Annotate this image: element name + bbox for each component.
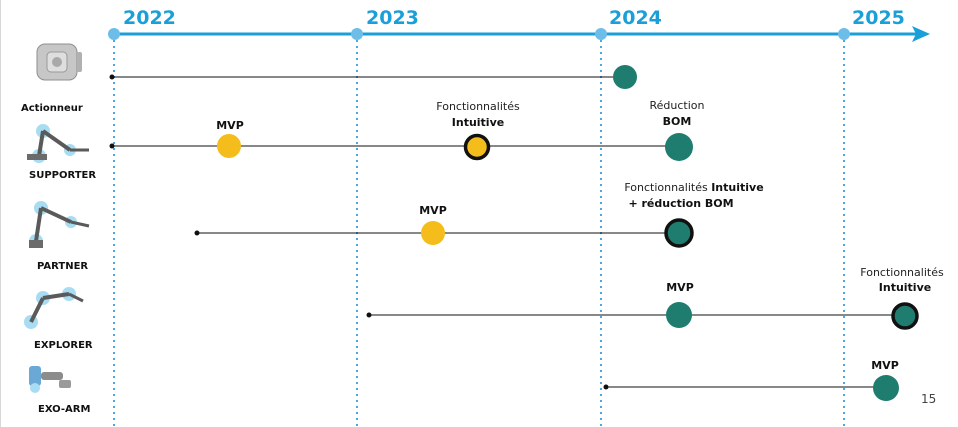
milestone-partner-features-bom <box>664 218 694 248</box>
product-icon-partner <box>29 201 90 248</box>
product-label-actionneur: Actionneur <box>21 103 83 114</box>
label-explorer-features-1: Fonctionnalités <box>860 266 944 279</box>
year-label-2025: 2025 <box>852 7 905 29</box>
track-start-actionneur <box>109 74 115 80</box>
product-icon-supporter <box>27 124 89 163</box>
product-label-partner: PARTNER <box>37 261 88 272</box>
label-supporter-mvp: MVP <box>216 119 244 132</box>
label-supporter-features-1: Fonctionnalités <box>436 100 520 113</box>
milestone-exo-arm-mvp <box>873 375 899 401</box>
label-explorer-mvp: MVP <box>666 281 694 294</box>
milestone-supporter-features <box>463 133 491 161</box>
track-start-partner <box>194 230 200 236</box>
label-partner-features-line2: + réduction BOM <box>628 197 733 210</box>
track-start-explorer <box>366 312 372 318</box>
milestone-supporter-bom <box>665 133 693 161</box>
milestone-partner-mvp <box>421 221 445 245</box>
label-supporter-features-2: Intuitive <box>452 116 504 129</box>
label-exo-arm-mvp: MVP <box>871 359 899 372</box>
year-dot-2025 <box>838 28 850 40</box>
year-dot-2023 <box>351 28 363 40</box>
product-label-supporter: SUPPORTER <box>29 170 96 181</box>
page-number: 15 <box>921 392 936 406</box>
product-label-exo-arm: EXO-ARM <box>38 404 90 415</box>
product-icon-explorer <box>24 287 84 329</box>
year-label-2022: 2022 <box>123 7 176 29</box>
track-start-exo-arm <box>603 384 609 390</box>
label-explorer-features-2: Intuitive <box>879 281 931 294</box>
milestone-explorer-mvp <box>666 302 692 328</box>
year-dot-2024 <box>595 28 607 40</box>
year-label-2024: 2024 <box>609 7 662 29</box>
milestone-explorer-features <box>891 302 919 330</box>
milestone-actionneur-2024 <box>613 65 637 89</box>
year-label-2023: 2023 <box>366 7 419 29</box>
label-partner-features-line1: Fonctionnalités Intuitive <box>624 181 763 194</box>
product-label-explorer: EXPLORER <box>34 340 93 351</box>
label-supporter-bom-2: BOM <box>663 115 692 128</box>
product-icon-exo-arm <box>29 366 71 393</box>
milestone-supporter-mvp <box>217 134 241 158</box>
product-icon-actionneur <box>36 43 82 81</box>
label-partner-mvp: MVP <box>419 204 447 217</box>
track-start-supporter <box>109 143 115 149</box>
label-supporter-bom-1: Réduction <box>650 99 705 112</box>
timeline-arrow-head <box>912 26 930 42</box>
year-dot-2022 <box>108 28 120 40</box>
